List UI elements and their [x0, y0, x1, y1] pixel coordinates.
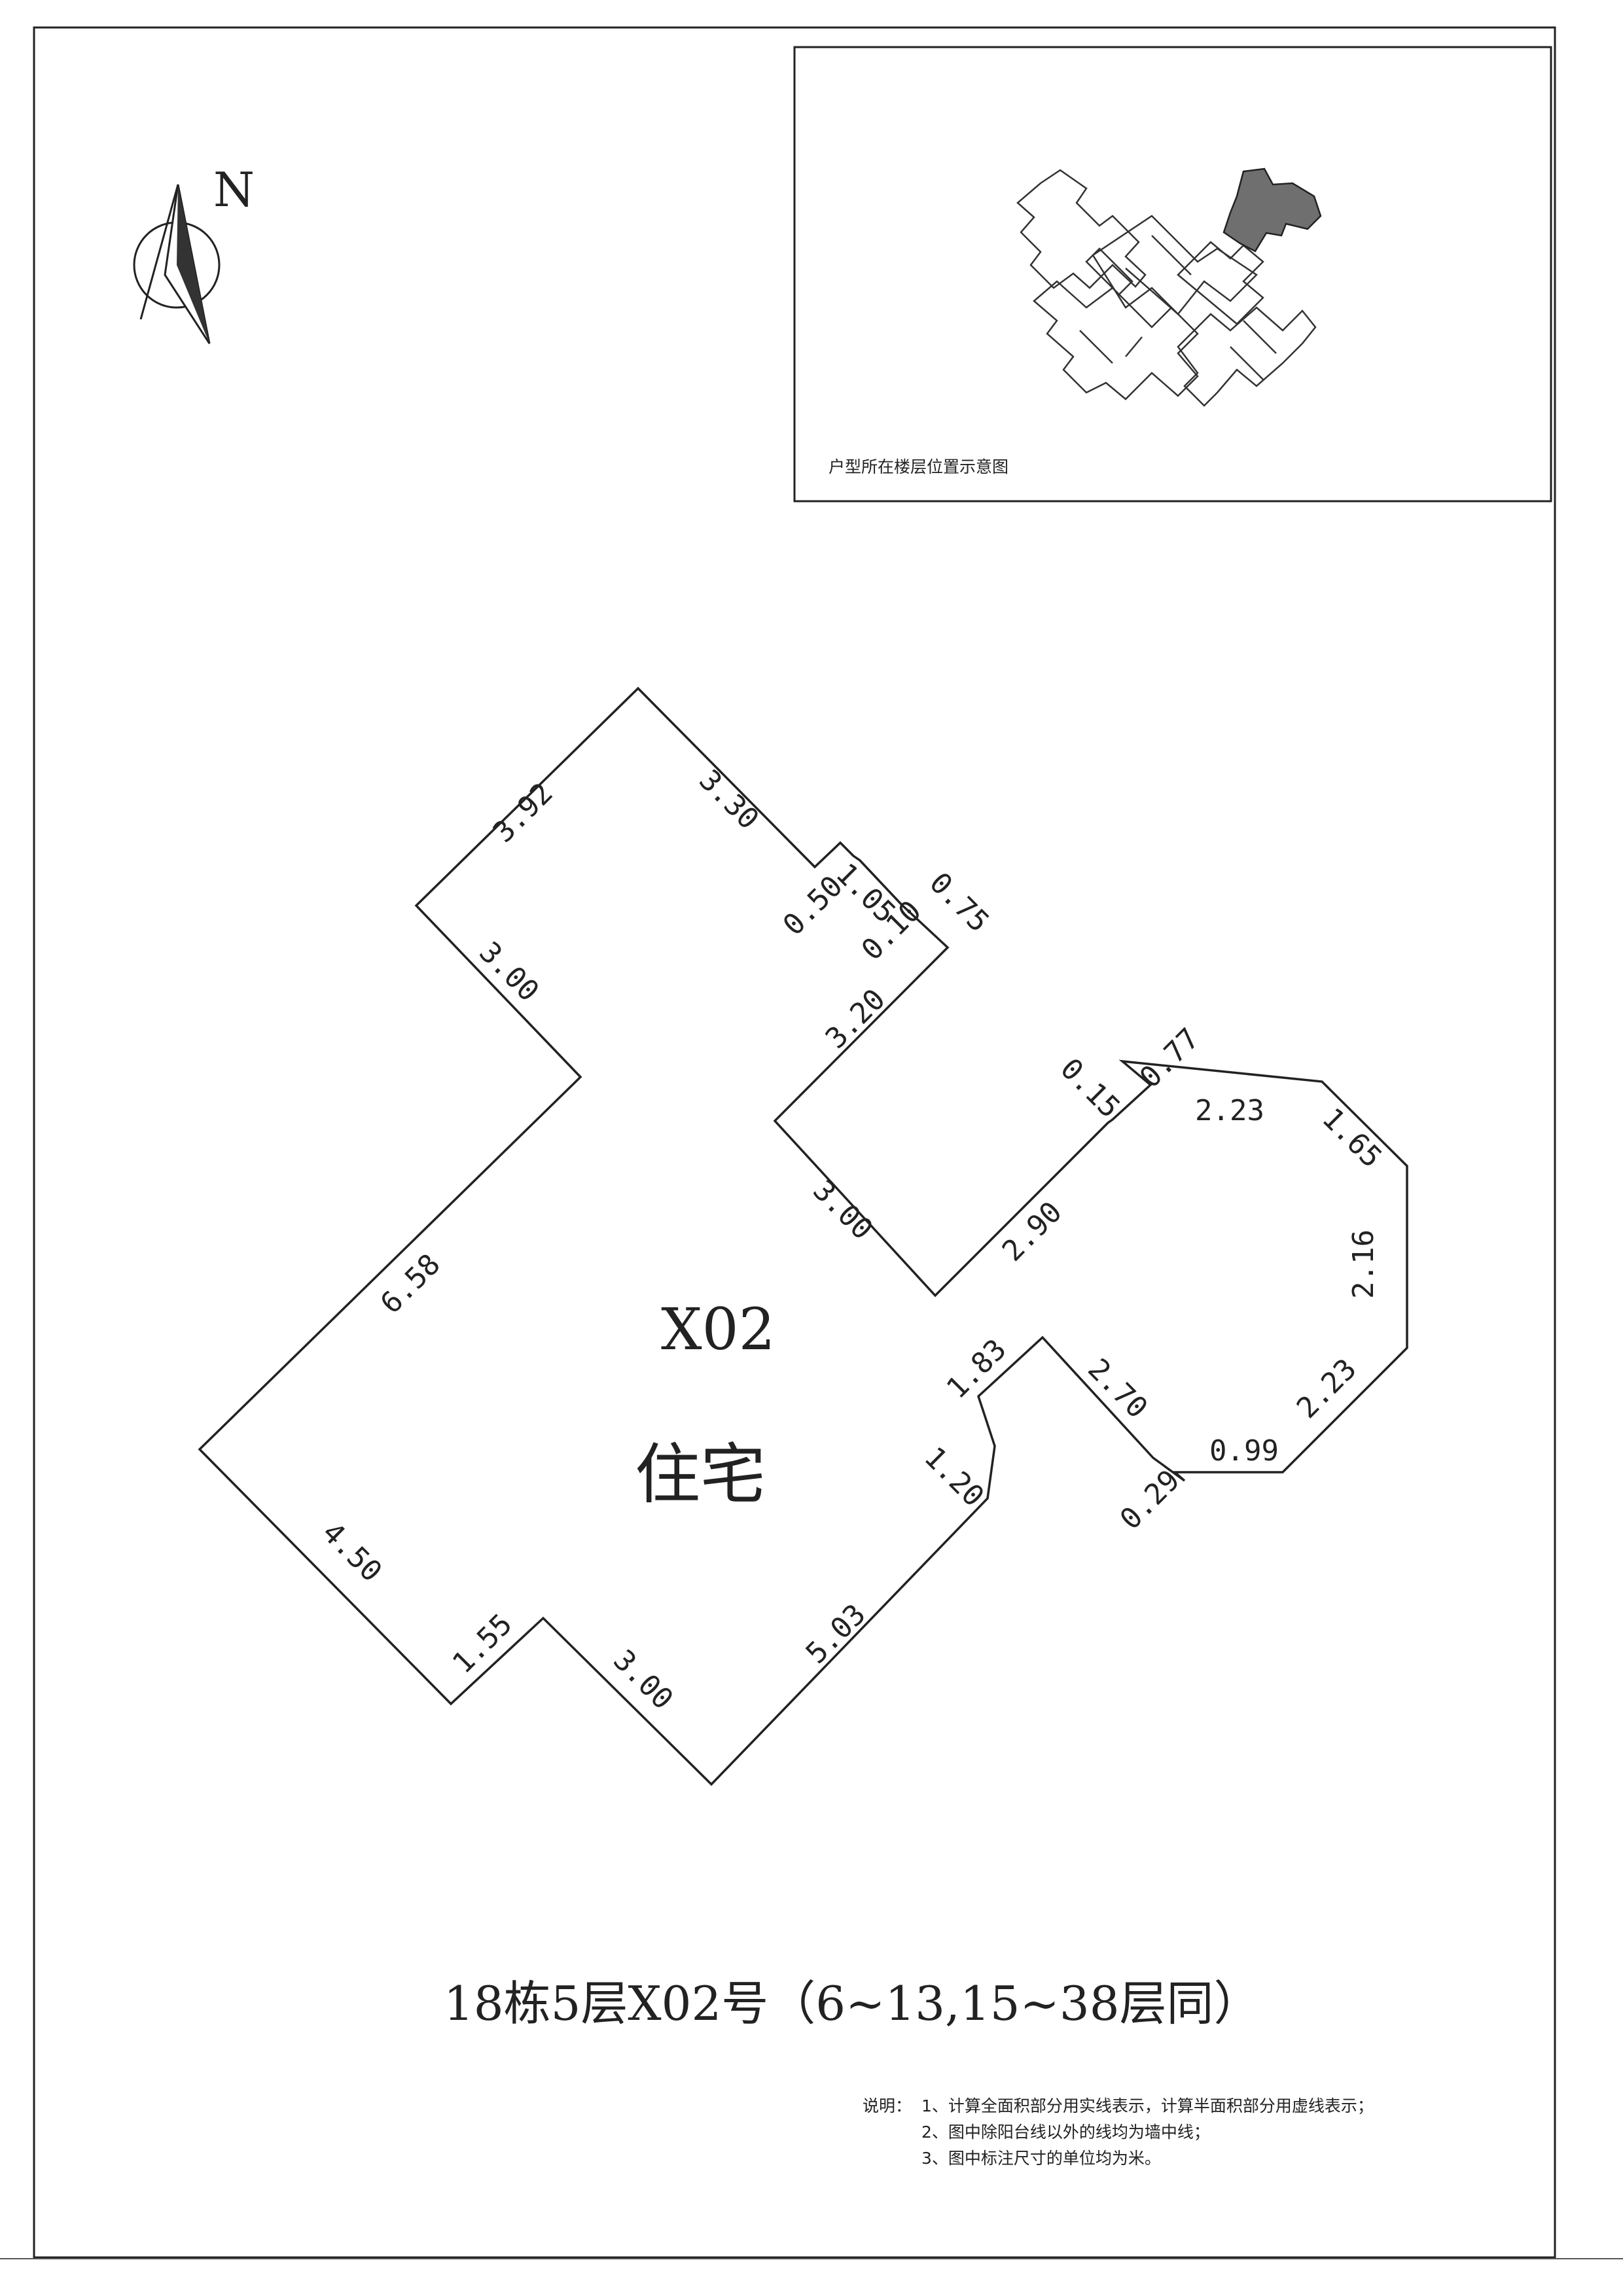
dim-label: 0.77 — [1133, 1022, 1206, 1095]
dim-label: 3.30 — [692, 764, 765, 836]
dim-label: 3.00 — [607, 1644, 679, 1716]
note-line-3: 3、图中标注尺寸的单位均为米。 — [921, 2149, 1161, 2168]
dim-label: 3.00 — [473, 936, 545, 1008]
notes-label: 说明： — [863, 2096, 912, 2115]
inset-caption: 户型所在楼层位置示意图 — [829, 457, 1008, 476]
dim-label: 1.20 — [918, 1441, 990, 1513]
dim-label: 2.23 — [1195, 1094, 1264, 1127]
dim-label: 0.15 — [1054, 1052, 1126, 1125]
highlighted-unit — [1222, 168, 1322, 253]
dim-label: 3.20 — [819, 983, 892, 1055]
dim-label: 2.23 — [1291, 1352, 1363, 1425]
unit-use: 住宅 — [635, 1436, 766, 1513]
dim-label: 5.03 — [800, 1598, 872, 1670]
notes-block: 说明： 1、计算全面积部分用实线表示，计算半面积部分用虚线表示； 2、图中除阳台… — [863, 2096, 1374, 2168]
main-room-outline — [198, 686, 1408, 1786]
dimension-labels: 3.92 3.30 0.50 1.05 0.10 0.75 3.00 3.20 … — [315, 764, 1388, 1716]
dim-label: 2.16 — [1347, 1229, 1380, 1299]
dim-label: 2.70 — [1081, 1352, 1154, 1425]
location-inset: 户型所在楼层位置示意图 — [793, 46, 1552, 503]
note-line-1: 1、计算全面积部分用实线表示，计算半面积部分用虚线表示； — [921, 2096, 1374, 2115]
dim-label: 6.58 — [374, 1248, 447, 1320]
unit-outline — [198, 686, 1408, 1786]
inset-frame — [793, 46, 1552, 503]
sheet-border — [33, 26, 1556, 2259]
dim-label: 1.55 — [446, 1608, 519, 1680]
north-arrow-icon — [133, 184, 221, 344]
dim-label: 3.92 — [487, 777, 560, 849]
building-key-plan — [1016, 169, 1317, 407]
dim-label: 0.75 — [923, 866, 995, 939]
dim-label: 1.83 — [940, 1333, 1013, 1405]
unit-code: X02 — [661, 1296, 776, 1363]
dim-label: 0.99 — [1209, 1434, 1279, 1468]
north-label: N — [213, 162, 255, 217]
note-line-2: 2、图中除阳台线以外的线均为墙中线； — [921, 2123, 1210, 2142]
drawing-title: 18栋5层X02号（6~13,15~38层同） — [444, 1976, 1261, 2031]
dim-label: 2.90 — [996, 1195, 1069, 1268]
dim-label: 3.00 — [806, 1174, 879, 1246]
